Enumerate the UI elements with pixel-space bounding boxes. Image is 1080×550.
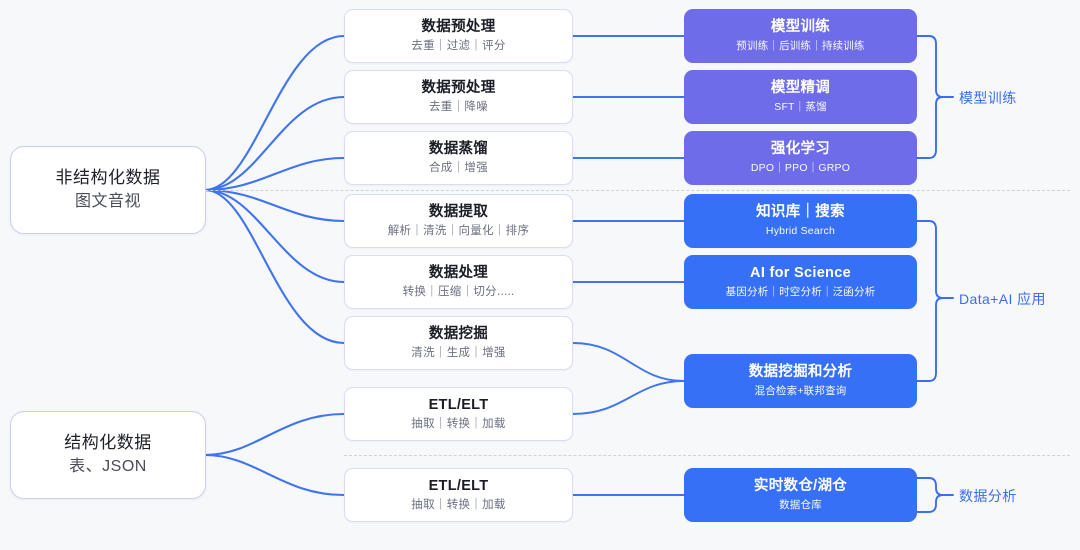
outcome-card-rl[interactable]: 强化学习 DPO｜PPO｜GRPO	[684, 131, 917, 185]
stage-title: ETL/ELT	[428, 477, 489, 494]
outcome-card-ai-science[interactable]: AI for Science 基因分析｜时空分析｜泛函分析	[684, 255, 917, 309]
stage-card-process[interactable]: 数据处理 转换｜压缩｜切分.....	[344, 255, 573, 309]
source-title: 非结构化数据	[55, 167, 161, 187]
stage-card-pre-1[interactable]: 数据预处理 去重｜过滤｜评分	[344, 9, 573, 63]
outcome-subtitle: DPO｜PPO｜GRPO	[750, 162, 851, 175]
stage-subtitle: 抽取｜转换｜加载	[411, 499, 506, 512]
stage-subtitle: 合成｜增强	[429, 162, 488, 175]
stage-title: 数据处理	[428, 264, 489, 281]
outcome-card-realtime-dw[interactable]: 实时数仓/湖仓 数据仓库	[684, 468, 917, 522]
source-subtitle: 表、JSON	[69, 457, 147, 475]
outcome-subtitle: 数据仓库	[779, 499, 822, 512]
stage-subtitle: 清洗｜生成｜增强	[411, 347, 506, 360]
section-divider-2	[344, 455, 1070, 456]
group-label-model-training: 模型训练	[959, 90, 1017, 106]
source-title: 结构化数据	[64, 432, 152, 452]
stage-title: 数据挖掘	[428, 325, 489, 342]
stage-card-etl-2[interactable]: ETL/ELT 抽取｜转换｜加载	[344, 468, 573, 522]
group-label-data-analysis: 数据分析	[959, 488, 1017, 504]
stage-subtitle: 抽取｜转换｜加载	[411, 418, 506, 431]
stage-title: 数据预处理	[421, 79, 496, 96]
source-card-unstructured[interactable]: 非结构化数据 图文音视	[10, 146, 206, 234]
outcome-subtitle: 预训练｜后训练｜持续训练	[736, 40, 865, 53]
stage-subtitle: 去重｜过滤｜评分	[411, 40, 506, 53]
outcome-card-kb-search[interactable]: 知识库｜搜索 Hybrid Search	[684, 194, 917, 248]
outcome-title: 实时数仓/湖仓	[753, 477, 848, 494]
outcome-subtitle: Hybrid Search	[765, 225, 836, 238]
stage-card-pre-2[interactable]: 数据预处理 去重｜降噪	[344, 70, 573, 124]
outcome-title: 数据挖掘和分析	[748, 363, 853, 380]
outcome-subtitle: SFT｜蒸馏	[774, 101, 827, 114]
stage-card-extract[interactable]: 数据提取 解析｜清洗｜向量化｜排序	[344, 194, 573, 248]
outcome-card-mining-analysis[interactable]: 数据挖掘和分析 混合检索+联邦查询	[684, 354, 917, 408]
stage-title: ETL/ELT	[428, 396, 489, 413]
group-label-data-ai: Data+AI 应用	[959, 291, 1046, 307]
outcome-title: 知识库｜搜索	[756, 203, 845, 220]
outcome-subtitle: 混合检索+联邦查询	[754, 385, 847, 398]
stage-title: 数据蒸馏	[428, 140, 489, 157]
outcome-title: 模型训练	[770, 18, 831, 35]
stage-card-etl-1[interactable]: ETL/ELT 抽取｜转换｜加载	[344, 387, 573, 441]
outcome-title: AI for Science	[750, 264, 851, 281]
stage-subtitle: 解析｜清洗｜向量化｜排序	[387, 225, 530, 238]
stage-card-mining[interactable]: 数据挖掘 清洗｜生成｜增强	[344, 316, 573, 370]
outcome-subtitle: 基因分析｜时空分析｜泛函分析	[725, 286, 876, 299]
outcome-card-model-training[interactable]: 模型训练 预训练｜后训练｜持续训练	[684, 9, 917, 63]
stage-subtitle: 去重｜降噪	[429, 101, 488, 114]
stage-subtitle: 转换｜压缩｜切分.....	[402, 286, 515, 299]
stage-title: 数据预处理	[421, 18, 496, 35]
stage-card-distill[interactable]: 数据蒸馏 合成｜增强	[344, 131, 573, 185]
source-card-structured[interactable]: 结构化数据 表、JSON	[10, 411, 206, 499]
stage-title: 数据提取	[428, 203, 489, 220]
section-divider-1	[10, 190, 1070, 191]
source-subtitle: 图文音视	[74, 192, 141, 210]
outcome-title: 强化学习	[770, 140, 831, 157]
outcome-title: 模型精调	[770, 79, 831, 96]
outcome-card-model-finetune[interactable]: 模型精调 SFT｜蒸馏	[684, 70, 917, 124]
